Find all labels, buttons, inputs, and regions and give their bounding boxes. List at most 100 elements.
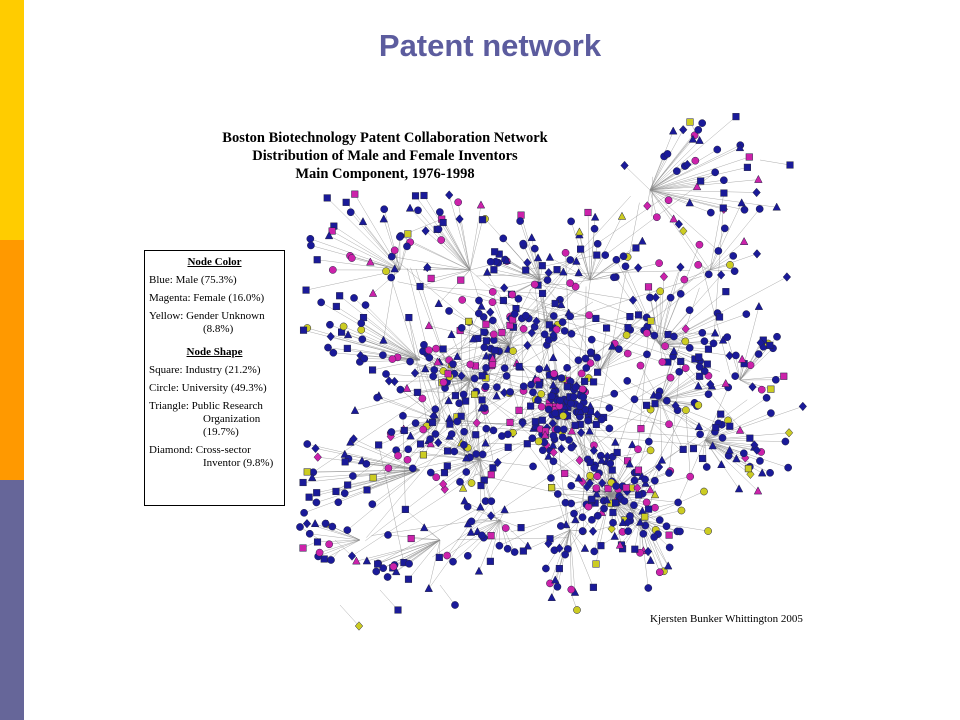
network-node (700, 337, 709, 346)
network-node (429, 372, 438, 381)
network-edge (362, 221, 401, 271)
network-node (586, 471, 594, 480)
network-node (579, 393, 588, 401)
network-node (610, 531, 619, 540)
network-edge (704, 439, 755, 446)
network-edge (457, 356, 471, 381)
network-node (366, 257, 375, 266)
network-node (540, 430, 550, 439)
network-edge (659, 316, 720, 346)
network-node (717, 410, 725, 418)
network-node (426, 468, 435, 477)
network-node (620, 160, 629, 171)
network-node (592, 560, 600, 568)
network-node (527, 402, 535, 410)
network-node (694, 422, 704, 431)
network-node (368, 500, 377, 509)
network-node (646, 485, 655, 494)
network-node (453, 351, 462, 360)
network-edge (654, 502, 679, 508)
network-node (565, 436, 573, 444)
network-node (420, 340, 428, 349)
network-node (782, 272, 792, 282)
network-node (547, 474, 555, 482)
network-node (609, 508, 617, 517)
network-node (633, 483, 642, 493)
network-node (688, 134, 698, 143)
network-edge (435, 305, 537, 420)
network-node (553, 582, 562, 591)
network-node (597, 455, 606, 464)
network-node (542, 564, 550, 573)
network-edge (446, 519, 501, 556)
network-node (426, 439, 435, 448)
network-node (543, 276, 552, 284)
network-node (479, 216, 487, 224)
network-node (619, 545, 627, 553)
network-edge (363, 317, 421, 361)
network-node (615, 540, 625, 549)
network-node (739, 236, 749, 245)
network-node (482, 320, 490, 328)
network-node (490, 266, 498, 274)
network-node (636, 361, 645, 370)
network-edge (739, 379, 771, 390)
network-edge (709, 241, 745, 271)
network-node (462, 468, 471, 476)
network-node (752, 445, 762, 455)
network-node (384, 531, 392, 539)
network-edge (439, 584, 456, 606)
network-edge (649, 156, 750, 191)
network-node (420, 191, 428, 200)
network-node (421, 364, 430, 373)
network-node (354, 621, 364, 631)
network-node (482, 337, 491, 345)
network-node (402, 383, 412, 392)
network-node (332, 487, 340, 495)
network-edge (438, 325, 565, 403)
network-node (491, 248, 499, 256)
network-node (502, 372, 511, 380)
network-node (686, 118, 694, 126)
network-node (679, 445, 687, 453)
network-node (666, 293, 675, 302)
network-node (561, 550, 570, 559)
legend-shape-triangle: Triangle: Public Research Organization (… (149, 400, 280, 439)
network-edge (438, 269, 471, 304)
network-node (413, 388, 421, 396)
network-node (694, 126, 703, 134)
network-node (503, 544, 512, 553)
network-edge (389, 272, 435, 416)
network-node (432, 473, 441, 482)
network-edge (649, 149, 718, 191)
network-edge (411, 538, 441, 541)
network-node (656, 287, 665, 296)
network-node (704, 527, 712, 535)
network-node (549, 312, 558, 320)
network-node (389, 562, 398, 571)
network-node (538, 416, 546, 424)
network-node (675, 367, 684, 376)
network-node (575, 227, 584, 236)
network-node (475, 296, 483, 305)
network-node (754, 350, 763, 358)
network-node (605, 404, 614, 412)
network-node (642, 498, 651, 507)
network-node (694, 401, 703, 409)
network-node (641, 513, 649, 521)
network-node (519, 325, 528, 333)
network-node (683, 159, 692, 170)
network-edge (492, 261, 577, 365)
network-node (486, 257, 495, 266)
network-node (570, 509, 578, 518)
network-node (772, 202, 781, 211)
network-node (535, 365, 544, 373)
network-edge (499, 489, 619, 546)
network-node (780, 372, 788, 380)
network-edge (659, 387, 729, 401)
network-edge (759, 159, 791, 166)
network-node (434, 437, 443, 448)
network-node (488, 298, 497, 307)
network-node (634, 445, 642, 454)
